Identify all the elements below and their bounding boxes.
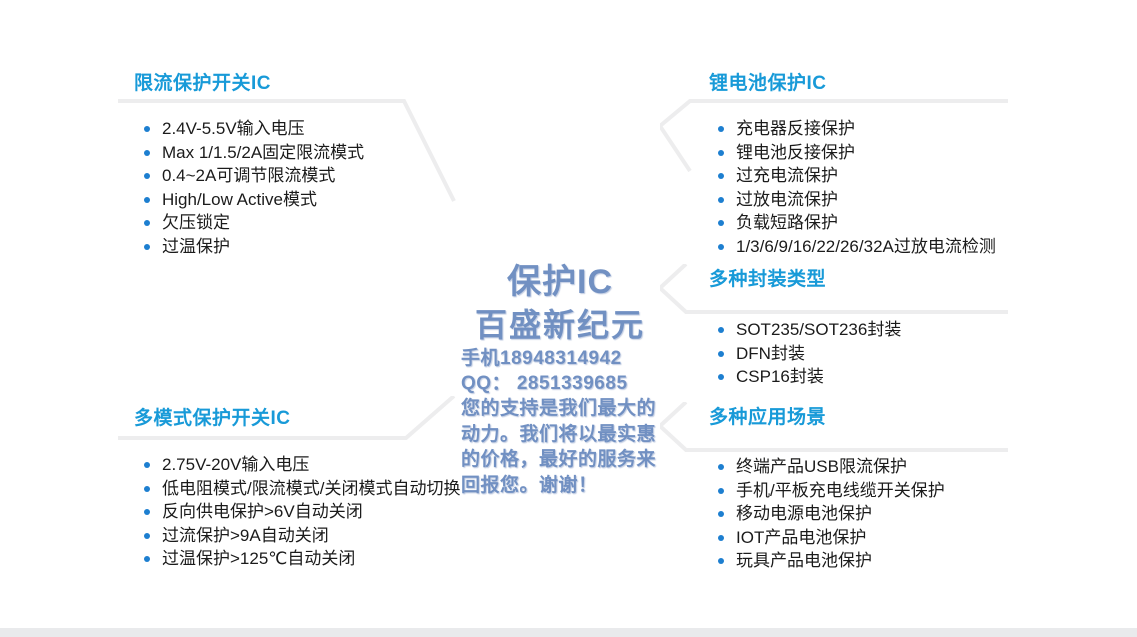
list-item: 终端产品USB限流保护 [714,455,945,479]
list-item: 欠压锁定 [140,211,364,235]
watermark-heading: 保护IC [507,263,613,301]
bullet-list-lithium-battery-protection-ic: 充电器反接保护 锂电池反接保护 过充电流保护 过放电流保护 负载短路保护 1/3… [714,117,996,258]
section-title-multi-mode-protection-switch-ic: 多模式保护开关IC [134,408,291,429]
list-item: 2.4V-5.5V输入电压 [140,117,364,141]
list-item: 手机/平板充电线缆开关保护 [714,479,945,503]
list-item: 0.4~2A可调节限流模式 [140,164,364,188]
section-package-types: 多种封装类型 [709,268,1049,292]
section-application-scenarios: 多种应用场景 [709,406,1049,430]
list-item: 过充电流保护 [714,164,996,188]
list-item: 移动电源电池保护 [714,502,945,526]
bullet-list-application-scenarios: 终端产品USB限流保护 手机/平板充电线缆开关保护 移动电源电池保护 IOT产品… [714,455,945,573]
list-item: 锂电池反接保护 [714,141,996,165]
list-item: 低电阻模式/限流模式/关闭模式自动切换 [140,477,460,501]
bullet-list-multi-mode-protection-switch-ic: 2.75V-20V输入电压 低电阻模式/限流模式/关闭模式自动切换 反向供电保护… [140,453,460,571]
bottom-strip [0,628,1137,637]
watermark-qq: QQ： 2851339685 [461,373,628,394]
section-title-package-types: 多种封装类型 [709,269,827,290]
watermark-phone: 手机18948314942 [461,348,622,369]
section-lithium-battery-protection-ic: 锂电池保护IC [709,72,1049,96]
bullet-list-package-types: SOT235/SOT236封装 DFN封装 CSP16封装 [714,318,901,389]
list-item: CSP16封装 [714,365,901,389]
list-item: 反向供电保护>6V自动关闭 [140,500,460,524]
watermark-company-name: 百盛新纪元 [474,307,645,343]
list-item: 过放电流保护 [714,188,996,212]
list-item: Max 1/1.5/2A固定限流模式 [140,141,364,165]
list-item: 1/3/6/9/16/22/26/32A过放电流检测 [714,235,996,259]
center-watermark: 保护IC 百盛新纪元 手机18948314942 QQ： 2851339685 … [455,262,665,498]
list-item: 充电器反接保护 [714,117,996,141]
section-current-limit-protection-switch-ic: 限流保护开关IC [134,72,524,96]
section-multi-mode-protection-switch-ic: 多模式保护开关IC [134,407,524,431]
list-item: IOT产品电池保护 [714,526,945,550]
list-item: 过流保护>9A自动关闭 [140,524,460,548]
list-item: High/Low Active模式 [140,188,364,212]
list-item: 过温保护>125℃自动关闭 [140,547,460,571]
section-title-current-limit-protection-switch-ic: 限流保护开关IC [134,73,272,94]
list-item: 玩具产品电池保护 [714,549,945,573]
bullet-list-current-limit-protection-switch-ic: 2.4V-5.5V输入电压 Max 1/1.5/2A固定限流模式 0.4~2A可… [140,117,364,258]
section-title-application-scenarios: 多种应用场景 [709,407,827,428]
list-item: SOT235/SOT236封装 [714,318,901,342]
list-item: 过温保护 [140,235,364,259]
list-item: DFN封装 [714,342,901,366]
list-item: 2.75V-20V输入电压 [140,453,460,477]
list-item: 负载短路保护 [714,211,996,235]
section-title-lithium-battery-protection-ic: 锂电池保护IC [709,73,827,94]
